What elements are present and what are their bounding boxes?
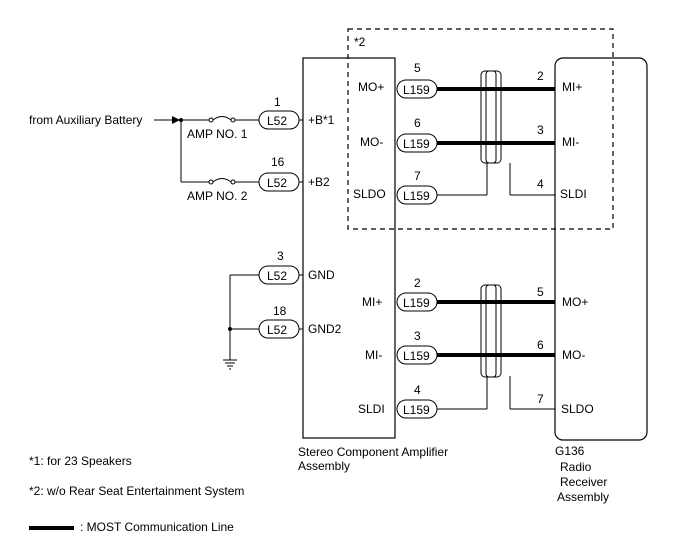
svg-text:+B*1: +B*1: [308, 113, 335, 127]
fuse-amp-no-1: [208, 116, 236, 123]
legend-label: : MOST Communication Line: [80, 520, 234, 534]
radio-name-line1: Radio: [560, 460, 592, 474]
svg-text:MO-: MO-: [562, 348, 585, 362]
svg-text:5: 5: [537, 285, 544, 299]
power-pin-1: 1 L52 +B*1: [258, 95, 335, 130]
svg-text:+B2: +B2: [308, 175, 330, 189]
svg-text:L52: L52: [267, 269, 287, 283]
group1-row-2: MO- 6 L159 3 MI-: [360, 116, 579, 153]
svg-text:16: 16: [271, 155, 285, 169]
svg-text:7: 7: [537, 392, 544, 406]
svg-text:3: 3: [414, 329, 421, 343]
fuse-1-label: AMP NO. 1: [187, 127, 248, 141]
amplifier-name-line1: Stereo Component Amplifier: [298, 445, 448, 459]
radio-code: G136: [555, 444, 585, 458]
radio-name-line2: Receiver: [560, 475, 607, 489]
svg-text:3: 3: [537, 123, 544, 137]
radio-receiver-box: [554, 57, 648, 441]
svg-text:MI+: MI+: [562, 80, 582, 94]
group1-row-1: MO+ 5 L159 2 MI+: [358, 61, 582, 99]
power-pin-16: 16 L52 +B2: [258, 155, 330, 192]
fuse-amp-no-2: [208, 178, 236, 185]
group2-row-3: SLDI 4 L159 7 SLDO: [358, 376, 594, 419]
note-2: *2: w/o Rear Seat Entertainment System: [29, 484, 244, 498]
svg-text:7: 7: [414, 169, 421, 183]
svg-text:GND: GND: [308, 268, 335, 282]
svg-text:L159: L159: [403, 189, 430, 203]
svg-text:MI+: MI+: [362, 295, 382, 309]
svg-text:2: 2: [537, 69, 544, 83]
group2-row-2: MI- 3 L159 6 MO-: [365, 329, 585, 365]
source-arrow: [172, 116, 180, 124]
svg-text:2: 2: [414, 276, 421, 290]
svg-text:SLDO: SLDO: [561, 402, 594, 416]
shield-2: [480, 284, 502, 378]
option-note-label: *2: [354, 35, 366, 49]
svg-text:GND2: GND2: [308, 322, 342, 336]
svg-text:6: 6: [537, 338, 544, 352]
svg-text:L159: L159: [403, 403, 430, 417]
group2-row-1: MI+ 2 L159 5 MO+: [362, 276, 588, 312]
svg-text:SLDI: SLDI: [560, 187, 587, 201]
ground-junction-dot: [228, 327, 232, 331]
svg-text:SLDO: SLDO: [353, 187, 386, 201]
ground-pin-3: 3 L52 GND: [258, 249, 335, 285]
ground-pin-18: 18 L52 GND2: [258, 304, 342, 339]
note-1: *1: for 23 Speakers: [29, 454, 132, 468]
svg-text:L159: L159: [403, 83, 430, 97]
svg-text:L159: L159: [403, 296, 430, 310]
svg-text:SLDI: SLDI: [358, 402, 385, 416]
svg-text:L52: L52: [267, 323, 287, 337]
svg-text:MO+: MO+: [562, 295, 588, 309]
amplifier-name-line2: Assembly: [298, 459, 350, 473]
fuse-2-label: AMP NO. 2: [187, 189, 248, 203]
svg-text:1: 1: [274, 95, 281, 109]
ground-icon: [223, 359, 237, 370]
svg-text:L159: L159: [403, 349, 430, 363]
svg-text:MO+: MO+: [358, 80, 384, 94]
svg-text:5: 5: [414, 61, 421, 75]
svg-text:MO-: MO-: [360, 135, 383, 149]
option-box: [347, 28, 614, 230]
svg-text:6: 6: [414, 116, 421, 130]
svg-text:L52: L52: [267, 114, 287, 128]
amplifier-box: [302, 57, 396, 439]
shield-1: [480, 70, 502, 164]
svg-text:MI-: MI-: [562, 135, 579, 149]
radio-name-line3: Assembly: [557, 490, 609, 504]
svg-text:L159: L159: [403, 137, 430, 151]
svg-text:18: 18: [273, 304, 287, 318]
svg-text:4: 4: [537, 177, 544, 191]
svg-text:MI-: MI-: [365, 348, 382, 362]
svg-text:L52: L52: [267, 176, 287, 190]
group1-row-3: SLDO 7 L159 4 SLDI: [353, 163, 587, 205]
svg-text:3: 3: [277, 249, 284, 263]
source-label: from Auxiliary Battery: [29, 113, 142, 127]
svg-text:4: 4: [414, 383, 421, 397]
